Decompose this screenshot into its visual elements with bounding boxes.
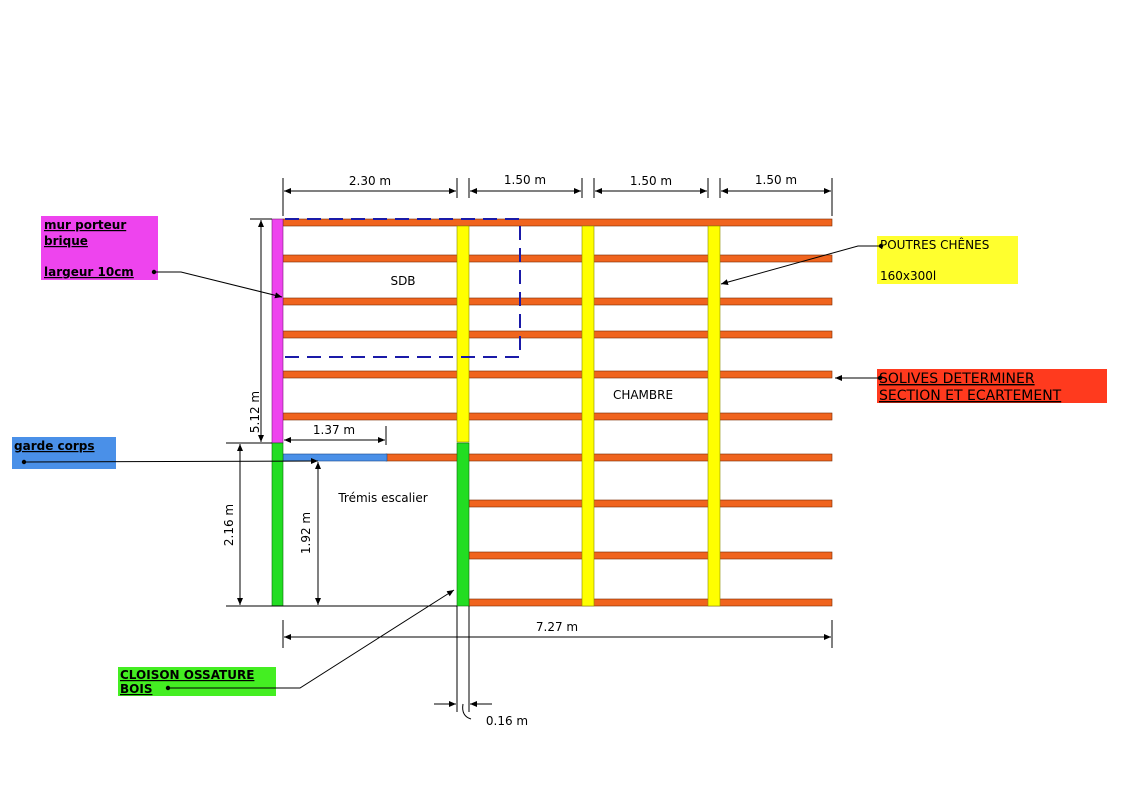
room-label-stair: Trémis escalier [337,491,427,505]
callout-railing-line1: garde corps [14,439,95,453]
callout-wall-box [41,216,158,280]
callout-joists-dot [877,375,883,381]
dim-top-2: 1.50 m [504,173,546,187]
joist [282,370,833,379]
callout-partition-leader [169,589,455,689]
beam [456,225,470,443]
top-dimensions [282,178,833,216]
callout-wall-dot [151,269,157,275]
partition-wall [456,442,470,607]
callout-railing-dot [21,459,27,465]
joist [282,412,833,421]
callout-railing-box [12,437,116,469]
callout-railing-leader [24,458,319,465]
joist [468,598,833,607]
dim-stair-height: 1.92 m [299,512,313,554]
beam [581,225,595,607]
callout-partition-dot [165,685,171,691]
brick-wall-lower [271,442,284,607]
callout-partition-line1: CLOISON OSSATURE [120,668,254,682]
callout-beams-leader [720,245,880,286]
beam [707,225,721,607]
joist [468,551,833,560]
joist [282,254,833,263]
dim-left-lower: 2.16 m [222,504,236,546]
callout-wall-line2: brique [44,234,88,248]
callout-wall-line1: mur porteur [44,218,126,232]
callout-joists-line1: SOLIVES DETERMINER [879,371,1035,387]
bottom-dimensions [282,606,833,720]
callout-joists-line2: SECTION ET ECARTEMENT [879,388,1062,404]
dim-left-height: 5.12 m [248,391,262,433]
dim-partition-thickness: 0.16 m [486,714,528,728]
callout-wall-leader [155,271,283,299]
joist [282,297,833,306]
callout-beams-dot [878,243,884,249]
joist [282,218,833,227]
callout-wall-line3: largeur 10cm [44,265,134,279]
bathroom-outline [285,218,521,358]
callout-beams-box [877,236,1018,284]
callout-partition-box [118,667,276,696]
brick-wall [271,218,284,444]
callout-joists-box [877,369,1107,403]
dim-top-3: 1.50 m [630,174,672,188]
callout-partition-line2: BOIS [120,682,152,696]
joist [468,499,833,508]
callout-beams-line2: 160x300l [880,269,936,283]
room-label-chambre: CHAMBRE [613,388,673,402]
joist [282,330,833,339]
room-label-sdb: SDB [390,274,415,288]
dim-top-1: 2.30 m [349,174,391,188]
callout-beams-line1: POUTRES CHÊNES [880,237,989,252]
joist [385,453,833,462]
dim-total-width: 7.27 m [536,620,578,634]
left-dimensions [226,218,457,607]
railing [282,453,388,462]
dim-top-4: 1.50 m [755,173,797,187]
dim-stair-width: 1.37 m [313,423,355,437]
joists [282,218,833,607]
oak-beams [456,225,721,607]
